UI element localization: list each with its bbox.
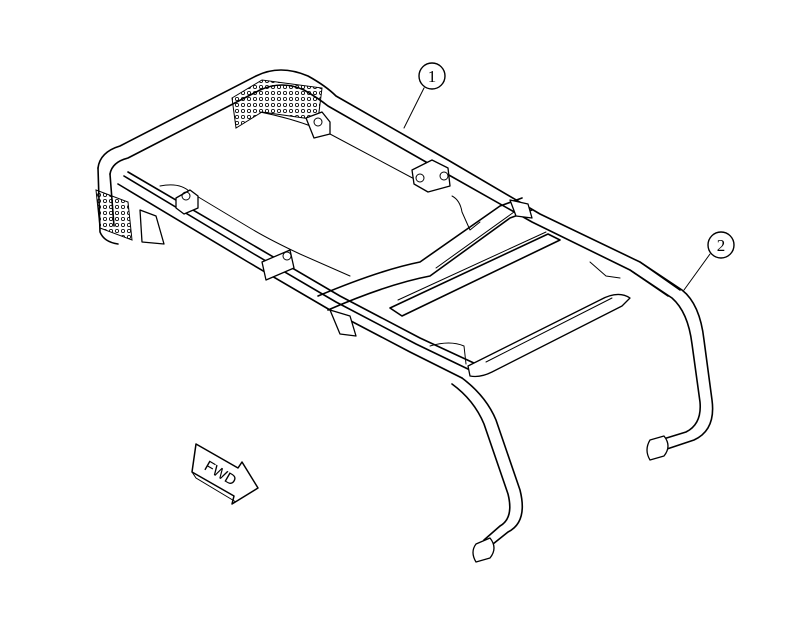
leader-lines xyxy=(403,87,711,291)
callout-1-label: 1 xyxy=(428,67,437,86)
front-cross-channel xyxy=(429,261,631,378)
callout-1: 1 xyxy=(418,62,446,90)
roof-frame xyxy=(97,69,681,379)
callout-2-label: 2 xyxy=(717,236,726,255)
rear-mesh-guard xyxy=(95,79,323,241)
mount-brackets xyxy=(139,111,533,337)
callout-2: 2 xyxy=(707,231,735,259)
front-hoop xyxy=(451,261,714,563)
fwd-arrow-icon: FWD xyxy=(191,443,259,505)
diagonal-brace xyxy=(317,197,561,317)
